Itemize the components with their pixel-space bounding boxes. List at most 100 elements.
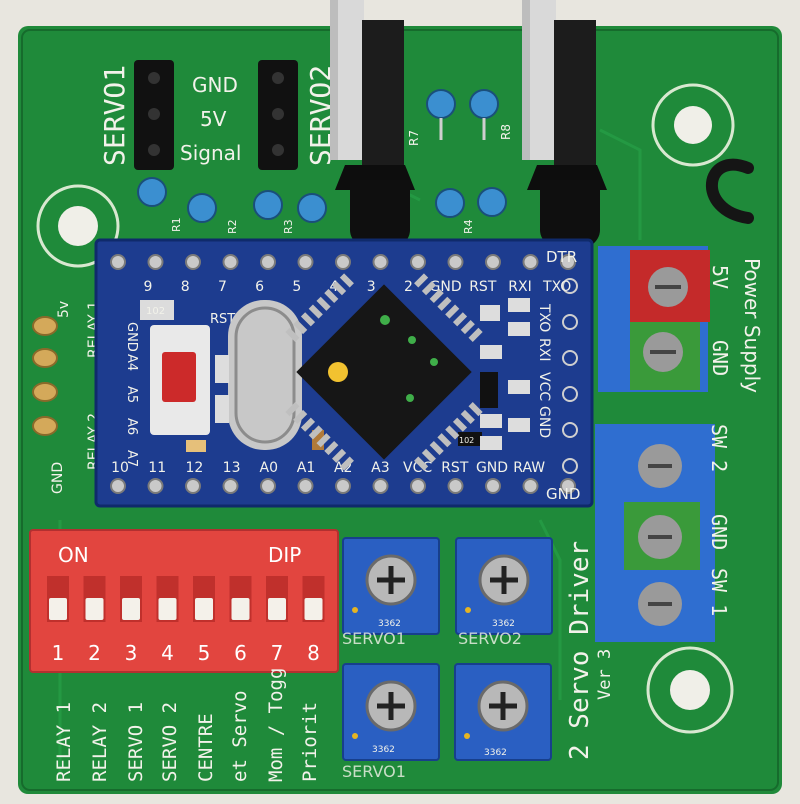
arduino-top-pin-label: 6 (255, 279, 264, 295)
arduino-top-pin-label: 3 (367, 279, 376, 295)
arduino-bottom-pin-label: A3 (371, 460, 389, 476)
header-hole (447, 254, 464, 270)
board-version: Ver 3 (595, 649, 615, 700)
header-hole (260, 254, 276, 270)
resistor (469, 89, 499, 119)
resistor (137, 177, 167, 207)
servo2-header (258, 60, 298, 170)
resistor (426, 89, 456, 119)
trimmer-pot (342, 537, 440, 635)
transistor (540, 180, 600, 252)
header-hole (335, 254, 351, 270)
bottom-label: SERVO 1 (125, 702, 147, 782)
part-102b: 102 (459, 436, 474, 445)
r3-label: R3 (282, 219, 295, 234)
arduino-pro-mini: DTR 98765432GNDRSTRXITXO 10111213A0A1A2A… (94, 238, 594, 508)
arduino-top-pin-label: TXO (542, 279, 571, 295)
header-hole (562, 422, 578, 438)
arduino-top-pin-label: 9 (144, 279, 153, 295)
header-hole (522, 254, 539, 270)
dip-number: 1 (52, 641, 65, 665)
arduino-pin-dtr: DTR (546, 248, 577, 266)
arduino-top-pin-label: RST (469, 279, 497, 295)
r2-label: R2 (226, 219, 239, 234)
dip-toggle (231, 598, 250, 620)
dip-on-label: ON (58, 543, 89, 567)
dip-number: 4 (161, 641, 174, 665)
header-hole (335, 478, 351, 494)
mount-hole (36, 184, 120, 268)
dip-number: 6 (234, 641, 247, 665)
board-title: 2 Servo Driver (565, 541, 595, 760)
dip-toggle (268, 598, 286, 620)
arduino-bottom-pin-label: 13 (223, 460, 241, 476)
trimmer-pot (455, 537, 553, 635)
servo1-label: SERVO1 (98, 65, 131, 166)
power-supply-label: Power Supply (740, 258, 764, 393)
side-gnd-label: GND (50, 462, 66, 494)
arduino-right-label: TXO (536, 303, 552, 332)
trimmer-pot (454, 663, 552, 761)
dip-number: 5 (198, 641, 211, 665)
bottom-label: Mom / Togg (265, 668, 287, 782)
arduino-right-label: GND (536, 406, 552, 438)
dip-number: 2 (88, 641, 101, 665)
bottom-label: RELAY 2 (89, 702, 111, 782)
arduino-left-label: GND (124, 322, 139, 352)
rst-label: RST (210, 312, 235, 327)
dip-toggle (122, 598, 140, 620)
arduino-right-label: VCC (536, 372, 552, 401)
trimmer2-code: 3362 (492, 619, 515, 629)
r1-label: R1 (170, 217, 183, 232)
header-hole (562, 458, 578, 474)
arduino-bottom-pin-label: RAW (513, 460, 545, 476)
header-hole (297, 478, 314, 494)
power-5v-label: 5V (708, 265, 732, 289)
arduino-bottom-pin-label: A0 (260, 460, 278, 476)
arduino-top-pin-label: RXI (508, 279, 531, 295)
sw1-label: SW 1 (707, 568, 731, 616)
header-hole (110, 478, 126, 494)
arduino-bottom-pin-label: A1 (297, 460, 315, 476)
arduino-left-label: A5 (124, 386, 139, 403)
arduino-top-pin-label: 7 (218, 279, 227, 295)
trimmer-pot (342, 663, 440, 761)
servo1-header (134, 60, 174, 170)
header-hole (560, 478, 576, 494)
r8-label: R8 (499, 124, 513, 140)
header-hole (147, 254, 164, 270)
resistor (297, 193, 327, 223)
dip-toggle (85, 598, 104, 620)
header-hole (185, 254, 201, 270)
arduino-top-pin-label: 2 (404, 279, 413, 295)
dip-toggle (195, 598, 213, 620)
bottom-label: SERVO 2 (159, 702, 181, 782)
dip-number: 3 (125, 641, 138, 665)
header-hole (410, 478, 426, 494)
atmega-chip (285, 273, 483, 471)
resistor (435, 188, 465, 218)
resistor (477, 187, 507, 217)
switch-terminal-block (595, 424, 715, 642)
header-hole (485, 254, 501, 270)
transistor (350, 180, 410, 252)
power-terminal-block (598, 246, 710, 392)
arduino-gnd-corner: GND (546, 485, 580, 503)
resistor (187, 193, 217, 223)
relay-pads (32, 316, 58, 436)
header-pin-gnd: GND (192, 73, 238, 97)
power-gnd-label: GND (708, 340, 732, 376)
mount-hole (651, 83, 735, 167)
header-hole (562, 278, 578, 294)
arduino-bottom-pin-label: GND (476, 460, 508, 476)
arduino-top-pin-label: 8 (181, 279, 190, 295)
header-hole (110, 254, 126, 270)
header-hole (297, 254, 314, 270)
header-hole (562, 386, 578, 402)
header-hole (222, 478, 239, 494)
header-hole (372, 478, 389, 494)
bottom-label: et Servo (229, 690, 251, 782)
trimmer1-code: 3362 (378, 619, 401, 629)
